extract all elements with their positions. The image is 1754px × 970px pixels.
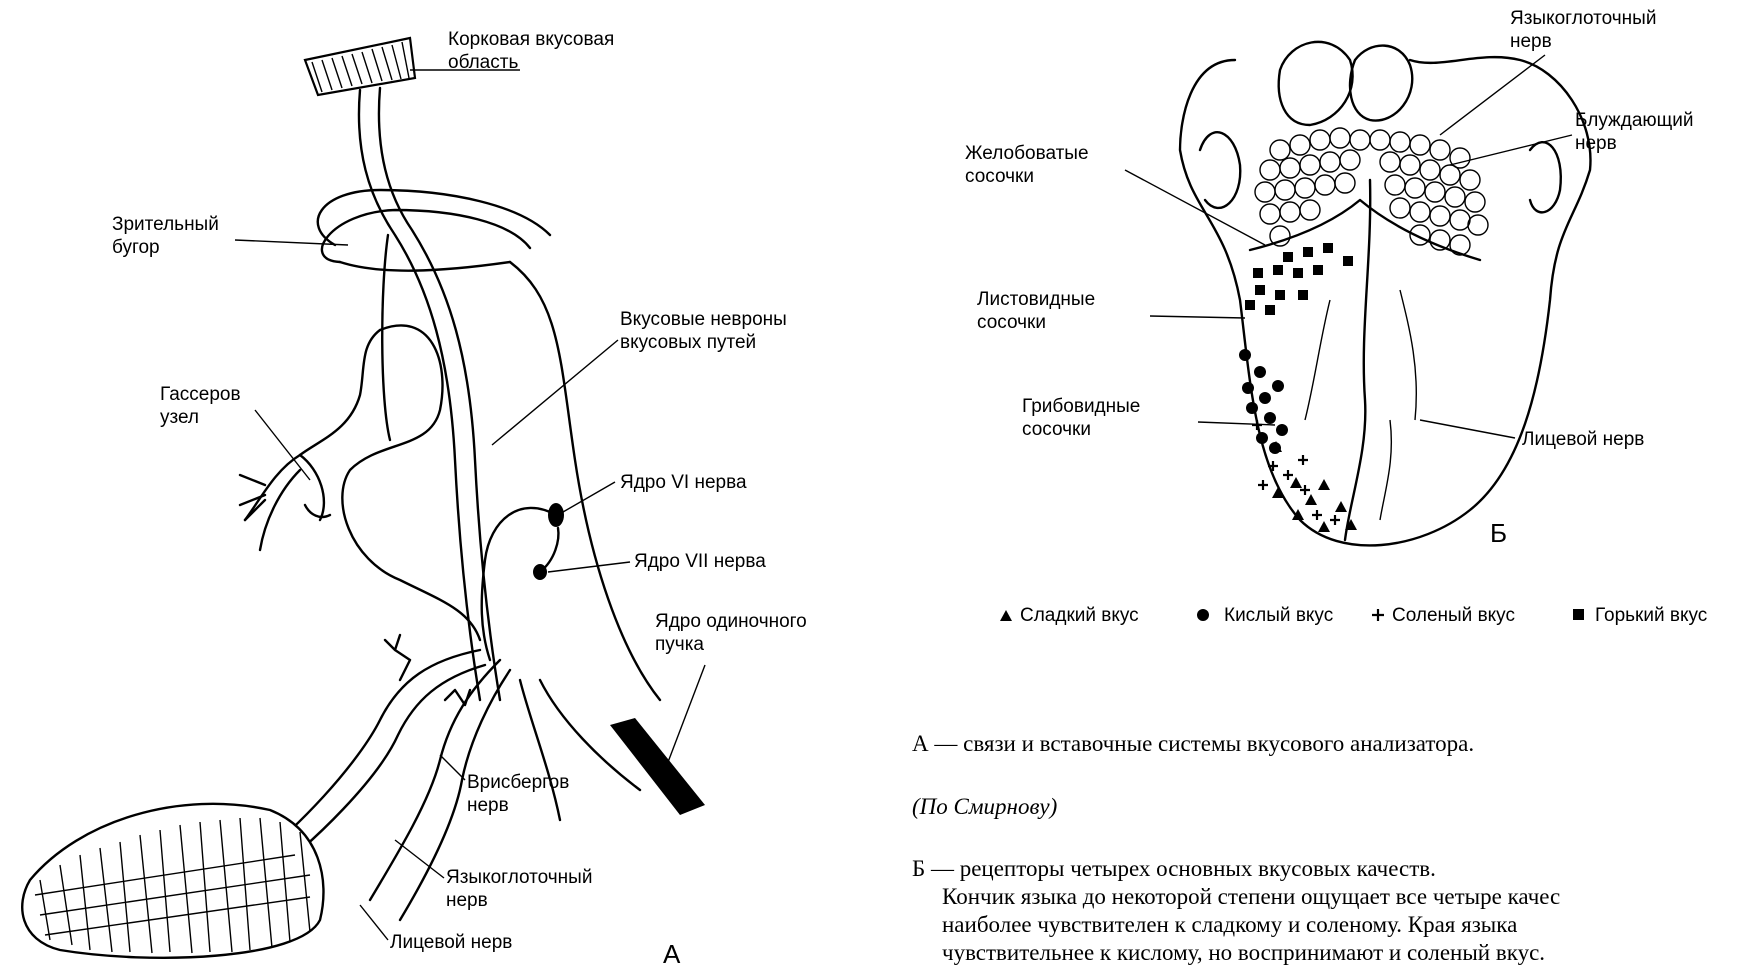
sour-receptors [1239, 349, 1288, 454]
legend-bitter-label: Горький вкус [1595, 605, 1707, 626]
cortex-block [305, 38, 415, 95]
legend-salty-label: Соленый вкус [1392, 605, 1515, 626]
figure-b-tongue [1180, 42, 1590, 546]
caption-b-4: чувствительнее к кислому, но воспринимаю… [942, 940, 1545, 965]
legend: Сладкий вкус Кислый вкус Соленый вкус Го… [1000, 605, 1707, 626]
panel-letter-b: Б [1490, 518, 1507, 548]
label-foliate-2: сосочки [977, 312, 1046, 333]
label-neurons-2: вкусовых путей [620, 332, 756, 353]
legend-plus-icon [1372, 609, 1384, 621]
caption-b-2: Кончик языка до некоторой степени ощущае… [942, 884, 1560, 909]
legend-sweet-label: Сладкий вкус [1020, 605, 1139, 626]
figure-b-labels: Языкоглоточный нерв Блуждающий нерв Жело… [965, 8, 1694, 548]
figure-a-pathways [22, 38, 705, 958]
bitter-receptors [1245, 243, 1353, 315]
legend-triangle-icon [1000, 610, 1012, 621]
label-wrisberg-2: нерв [467, 795, 509, 816]
caption: А — связи и вставочные системы вкусового… [912, 731, 1560, 965]
label-vallate-1: Желобоватые [965, 143, 1089, 164]
sweet-receptors [1270, 441, 1357, 532]
label-solitary-1: Ядро одиночного [655, 611, 807, 632]
legend-sour-label: Кислый вкус [1224, 605, 1333, 626]
label-foliate-1: Листовидные [977, 289, 1095, 310]
label-gasser-1: Гассеров [160, 384, 241, 405]
legend-circle-icon [1197, 609, 1209, 621]
label-nucleus-vi: Ядро VI нерва [620, 472, 747, 493]
label-solitary-2: пучка [655, 634, 704, 655]
label-facial-b: Лицевой нерв [1522, 429, 1644, 450]
label-vagus-1: Блуждающий [1575, 110, 1694, 131]
legend-square-icon [1573, 609, 1584, 620]
label-glosso-b-2: нерв [1510, 31, 1552, 52]
label-vagus-2: нерв [1575, 133, 1617, 154]
label-vallate-2: сосочки [965, 166, 1034, 187]
caption-b-1: Б — рецепторы четырех основных вкусовых … [912, 856, 1436, 881]
label-cortex-1: Корковая вкусовая [448, 29, 614, 50]
label-thalamus-1: Зрительный [112, 214, 219, 235]
label-fungiform-1: Грибовидные [1022, 396, 1140, 417]
panel-letter-a: А [663, 939, 681, 969]
label-facial-a: Лицевой нерв [390, 932, 512, 953]
label-neurons-1: Вкусовые невроны [620, 309, 787, 330]
caption-a: А — связи и вставочные системы вкусового… [912, 731, 1474, 756]
label-nucleus-vii: Ядро VII нерва [634, 551, 766, 572]
caption-source: (По Смирнову) [912, 794, 1057, 819]
label-wrisberg-1: Врисбергов [467, 772, 569, 793]
label-gasser-2: узел [160, 407, 199, 428]
label-thalamus-2: бугор [112, 237, 160, 258]
label-glosso-a-2: нерв [446, 890, 488, 911]
label-fungiform-2: сосочки [1022, 419, 1091, 440]
label-glosso-b-1: Языкоглоточный [1510, 8, 1656, 29]
label-glosso-a-1: Языкоглоточный [446, 867, 592, 888]
caption-b-3: наиболее чувствителен к сладкому и солен… [942, 912, 1517, 937]
